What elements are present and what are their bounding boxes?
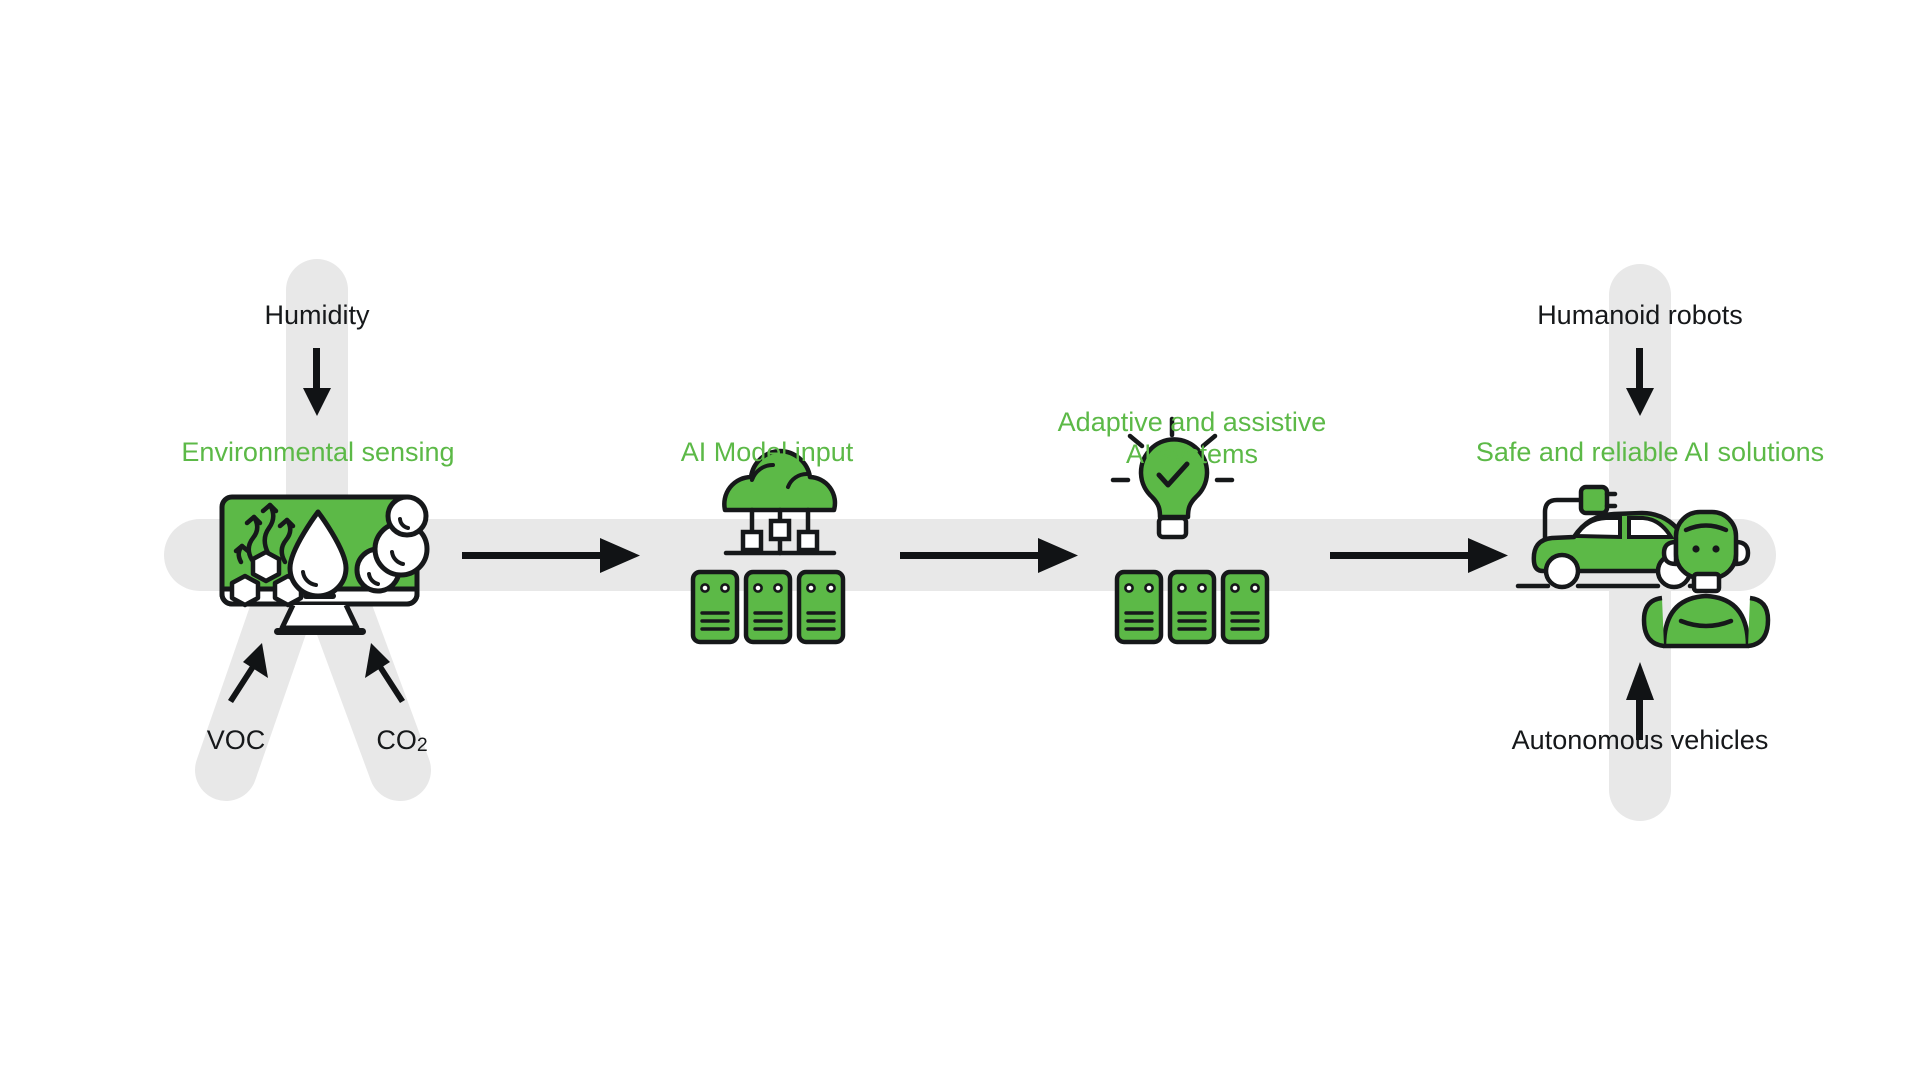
server-rack-icon [690, 569, 846, 645]
input-label-humidity: Humidity [264, 300, 370, 330]
network-node-squares [740, 518, 820, 553]
arrow-up-voc-icon [228, 643, 268, 703]
stage-label-line-1: Adaptive and assistive [1057, 407, 1327, 437]
arrow-1-icon [462, 538, 640, 573]
io-arrow-group [228, 348, 1654, 740]
voc-hexagons-icon [233, 502, 296, 565]
output-label-autonomous-vehicles: Autonomous vehicles [1511, 725, 1769, 755]
arrow-2-icon [900, 538, 1078, 573]
server-rack-icon [1114, 569, 1270, 645]
co2-molecule-icon [354, 494, 430, 594]
monitor-stand [279, 603, 360, 631]
monitor-foot [274, 628, 366, 635]
ev-robot-icon [1515, 484, 1771, 649]
stage-connectors [462, 538, 1508, 573]
input-label-co2-text: CO [376, 725, 417, 755]
arrow-up-co2-icon [365, 643, 405, 703]
server-unit [690, 569, 740, 645]
stage-label-safe-reliable-ai-solutions: Safe and reliable AI solutions [1475, 437, 1825, 467]
arrow-3-icon [1330, 538, 1508, 573]
output-label-humanoid-robots: Humanoid robots [1537, 300, 1743, 330]
lightbulb-check-icon [1110, 416, 1235, 540]
server-unit [796, 569, 846, 645]
cloud-servers-icon [690, 448, 846, 645]
monitor-sensing-icon [219, 494, 430, 635]
server-unit [1167, 569, 1217, 645]
stage-label-adaptive-assistive-ai-systems: Adaptive and assistive AI systems [1058, 407, 1327, 471]
stage-label-line-2: AI systems [1125, 438, 1259, 469]
gray-band-group [164, 259, 1776, 821]
water-droplet-icon [287, 509, 349, 599]
arrow-up-autonomous-icon [1626, 662, 1654, 740]
arrow-down-humanoid-icon [1626, 348, 1654, 416]
input-label-voc: VOC [206, 725, 266, 755]
stage-label-ai-model-input: AI Model input [680, 437, 854, 467]
stage-label-environmental-sensing: Environmental sensing [181, 437, 455, 467]
server-unit [1114, 569, 1164, 645]
lightbulb-servers-icon [1110, 416, 1270, 645]
arrow-down-humidity-icon [303, 348, 331, 416]
lightbulb-rays [1110, 416, 1235, 483]
server-unit [743, 569, 793, 645]
charging-plug-icon [1542, 484, 1618, 565]
cloud-icon [722, 448, 838, 513]
input-label-co2: CO2 [376, 725, 427, 757]
input-label-co2-sub: 2 [416, 734, 428, 757]
server-unit [1220, 569, 1270, 645]
humanoid-robot-icon [1641, 509, 1771, 649]
